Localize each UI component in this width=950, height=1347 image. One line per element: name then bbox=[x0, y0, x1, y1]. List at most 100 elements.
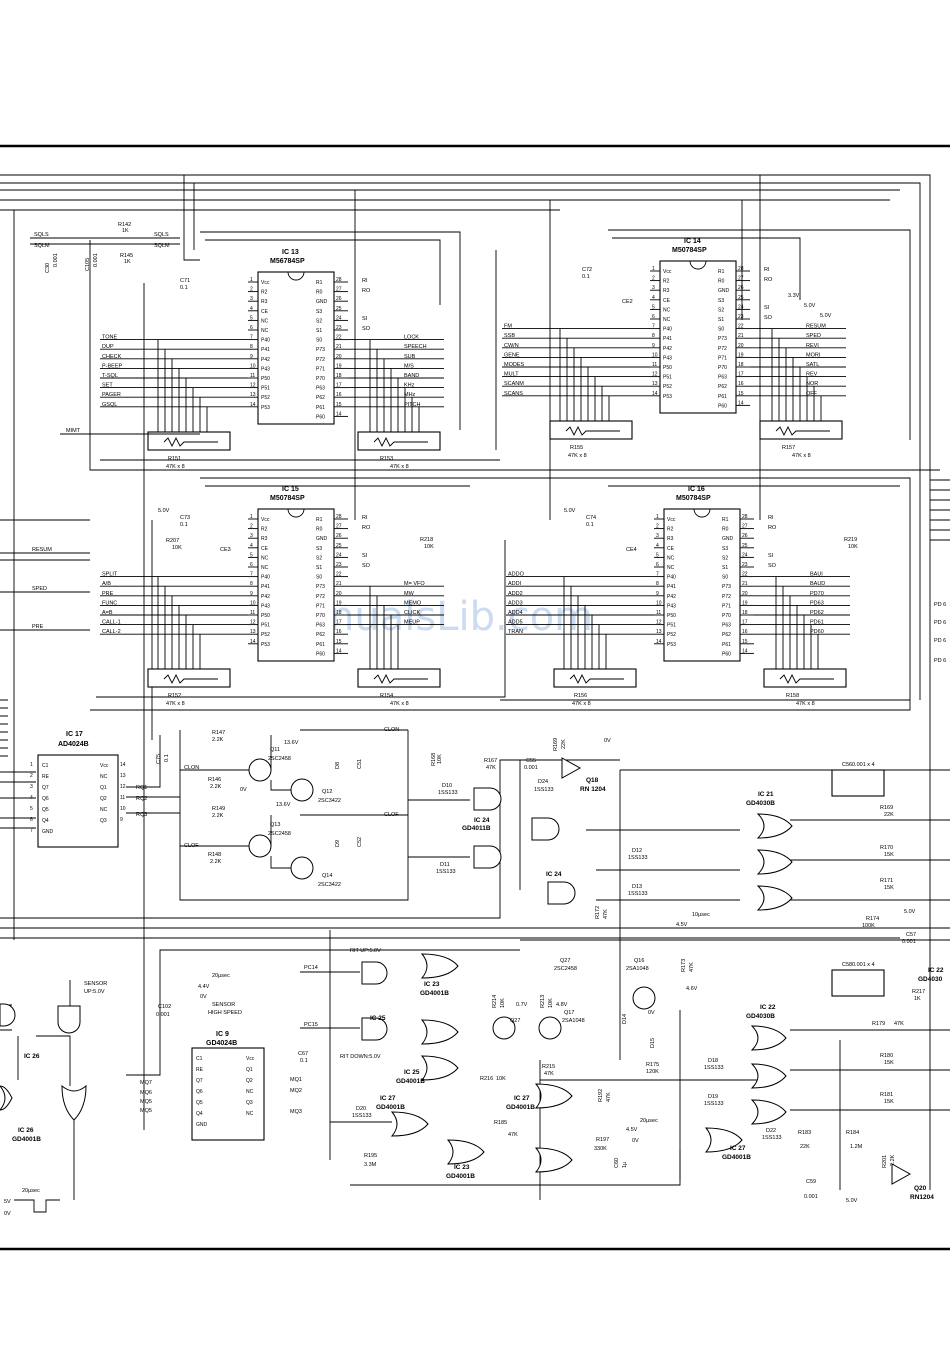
ic13-pin-left-num: 12 bbox=[250, 383, 256, 389]
ic16-output-label: PD70 bbox=[810, 591, 824, 597]
ic13-pin-right-num: 25 bbox=[336, 306, 342, 312]
rit-up-label: RIT UP:5.0V bbox=[350, 948, 381, 954]
ic14-pin-right-num: 24 bbox=[738, 304, 744, 310]
q27-ref-b: Q27 bbox=[510, 1018, 520, 1024]
d24-part: 1SS133 bbox=[534, 787, 554, 793]
ic15-pin-right: P60 bbox=[316, 651, 325, 657]
ic14-rnet-in-ref: R155 bbox=[570, 445, 583, 451]
ic16-rnet-out-zig bbox=[779, 673, 834, 685]
ic14-input-label: FM bbox=[504, 324, 512, 330]
ic16-pin-left-num: 5 bbox=[656, 552, 659, 558]
ic16-rnet-in bbox=[553, 668, 637, 688]
q14-symbol bbox=[290, 856, 314, 880]
ic9-pin-right: Q1 bbox=[246, 1067, 253, 1073]
ic14-pin-left: P53 bbox=[663, 394, 672, 400]
ic16-pin-right-num: 21 bbox=[742, 581, 748, 587]
ic14-input-label: SCANM bbox=[504, 381, 524, 387]
clof-out: CLOF bbox=[384, 812, 399, 818]
ic14-s-out: SO bbox=[764, 315, 773, 321]
ic15-cap: C73 bbox=[180, 515, 190, 521]
ic17-pin-right: Vcc bbox=[100, 763, 109, 769]
ic15-pin-left-num: 8 bbox=[250, 581, 253, 587]
ic16-pin-right: S0 bbox=[722, 575, 728, 581]
q12-ref: Q12 bbox=[322, 789, 332, 795]
ic14-pin-right-num: 19 bbox=[738, 352, 744, 358]
ic22-ref: IC 22 bbox=[760, 1004, 776, 1011]
ic13-pin-right: P62 bbox=[316, 395, 325, 401]
ic17-pin-left: Q6 bbox=[42, 796, 49, 802]
r217-ref: R217 bbox=[912, 989, 925, 995]
ic13-input-label: GSQL bbox=[102, 402, 117, 408]
r213-val: 10K bbox=[548, 998, 554, 1008]
ic16-input-label: ADD5 bbox=[508, 620, 523, 626]
q14-ref: Q14 bbox=[322, 873, 332, 879]
ic16-pin-right: P71 bbox=[722, 603, 731, 609]
c56-ref: C56 bbox=[842, 762, 852, 768]
ic15-pin-right: S2 bbox=[316, 555, 322, 561]
ic16-pin-right: P72 bbox=[722, 594, 731, 600]
q11-part: 2SC2458 bbox=[268, 756, 291, 762]
ic14-pin-right: GND bbox=[718, 288, 730, 294]
ic14-pin-left: NC bbox=[663, 307, 671, 313]
ic16-output-label: BAUD bbox=[810, 581, 825, 587]
q18-symbol bbox=[561, 757, 582, 779]
ic16-pin-left-num: 13 bbox=[656, 629, 662, 635]
ic14-pin-right: P73 bbox=[718, 336, 727, 342]
ic17-net-rq3: RQ3 bbox=[136, 812, 147, 818]
ic14-pin-left-num: 2 bbox=[652, 276, 655, 282]
ic16-output-label: PD62 bbox=[810, 610, 824, 616]
ic14-pin-left-num: 5 bbox=[652, 304, 655, 310]
ic17-net-rq2: RQ2 bbox=[136, 796, 147, 802]
ic15-pin-left-num: 1 bbox=[250, 514, 253, 520]
ic13-input-label: T-SQL bbox=[102, 373, 118, 379]
ic16-res-val: 10K bbox=[848, 544, 858, 550]
ic16-pin-left: P40 bbox=[667, 575, 676, 581]
right-edge-labels: PD 6 PD 6 PD 6 PD 6 bbox=[930, 479, 950, 664]
ic15-pin-right: R0 bbox=[316, 527, 323, 533]
d20-part: 1SS133 bbox=[352, 1113, 372, 1119]
ic15-block: IC 15M50784SPVcc1R22R33CE4NC5NC6P407P418… bbox=[248, 486, 348, 662]
resum-side-label: RESUM bbox=[32, 547, 52, 553]
ic15-input-label: FUNC bbox=[102, 600, 117, 606]
ic15-body bbox=[257, 508, 335, 662]
r148-val: 2.2K bbox=[210, 859, 222, 865]
ic14-pin-left-num: 7 bbox=[652, 324, 655, 330]
r183-val: 22K bbox=[800, 1144, 810, 1150]
ic13-input-label: DUP bbox=[102, 344, 114, 350]
ic14-pin-right: R1 bbox=[718, 269, 725, 275]
r146-ref: R146 bbox=[208, 777, 221, 783]
ic14-pin-right: P63 bbox=[718, 375, 727, 381]
ic17-pin-left-num: 6 bbox=[30, 817, 33, 823]
ic16-vcc: 5.0V bbox=[564, 508, 576, 514]
ic24-gate-c bbox=[473, 845, 502, 869]
r175-ref: R175 bbox=[646, 1062, 659, 1068]
ic23-nor-d bbox=[446, 1139, 485, 1165]
ic16-pin-right-num: 26 bbox=[742, 533, 748, 539]
ic14-pin-right-num: 25 bbox=[738, 295, 744, 301]
ic16-pin-right-num: 27 bbox=[742, 524, 748, 530]
ic14-pin-left: CE bbox=[663, 298, 671, 304]
r167-val: 47K bbox=[486, 765, 496, 771]
ic27-nor-c bbox=[534, 1147, 573, 1173]
ic14-pin-left-num: 10 bbox=[652, 352, 658, 358]
ic15-pin-right-num: 25 bbox=[336, 543, 342, 549]
ic13-pin-right: P60 bbox=[316, 414, 325, 420]
pd-label-4: PD 6 bbox=[934, 658, 946, 664]
ic14-output-label: RESUM bbox=[806, 324, 826, 330]
ic13-cap: C71 bbox=[180, 278, 190, 284]
ic16-part: M50784SP bbox=[676, 495, 711, 502]
ic17-body bbox=[37, 754, 119, 848]
ic26-sensor: SENSOR bbox=[84, 981, 107, 987]
ic13-pin-left: P40 bbox=[261, 338, 270, 344]
ic16-pin-left-num: 4 bbox=[656, 543, 659, 549]
ic15-output-label: MEUP bbox=[404, 620, 420, 626]
ic16-res: R219 bbox=[844, 537, 857, 543]
c75-val: 0.1 bbox=[164, 754, 170, 762]
ic9-pin-left: Q7 bbox=[196, 1078, 203, 1084]
ic14-pin-left: P43 bbox=[663, 355, 672, 361]
ic17-pin-left-num: 2 bbox=[30, 773, 33, 779]
ic14-pin-right-num: 27 bbox=[738, 276, 744, 282]
ic14-notch bbox=[689, 260, 707, 270]
ic14-pin-right-num: 26 bbox=[738, 285, 744, 291]
ic15-output-label: CLICK bbox=[404, 610, 421, 616]
